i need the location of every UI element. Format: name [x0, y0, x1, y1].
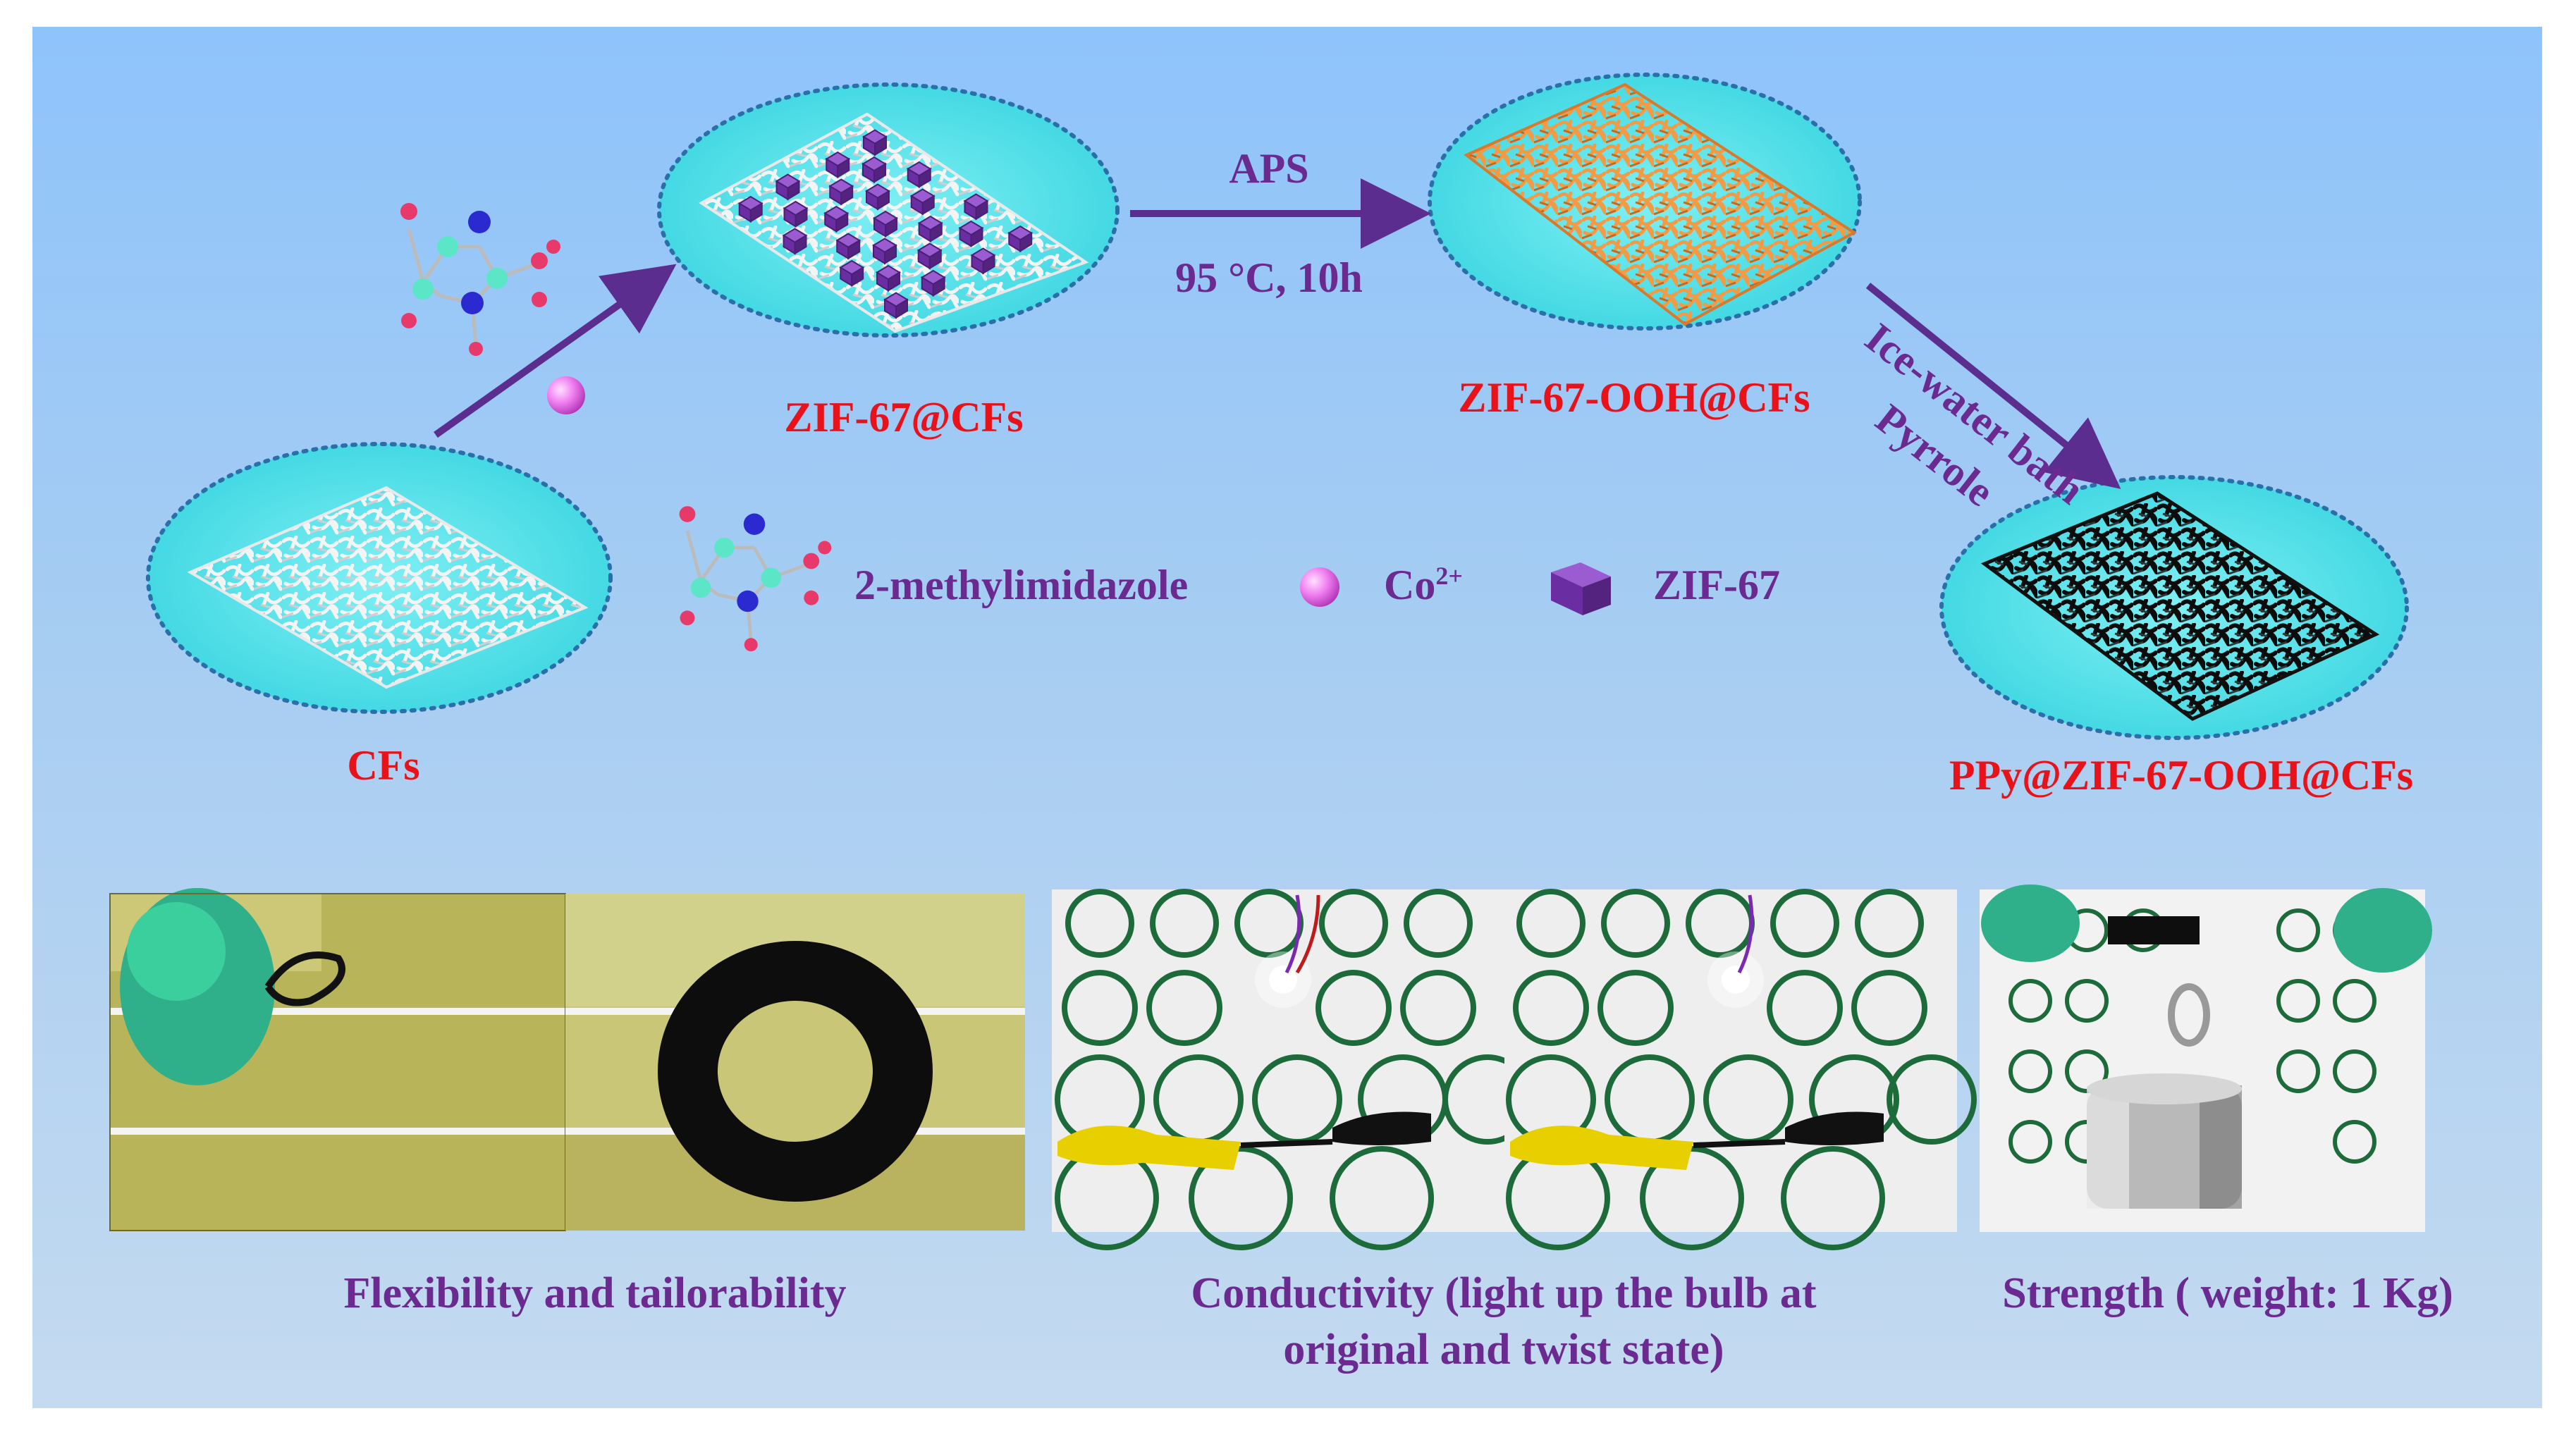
zif67-cube-side [835, 211, 849, 233]
zif67-cube-side [837, 157, 850, 178]
zif67-cube-side [877, 190, 890, 211]
label-zif67-ooh-cfs: ZIF-67-OOH@CFs [1458, 374, 1810, 421]
zif67-cube-side [895, 298, 908, 319]
arrow-cfs-to-zif [434, 264, 677, 438]
ppy-fiber-mat [1980, 491, 2380, 721]
arrow-ooh-to-ppy [1865, 283, 2121, 489]
zif67-cube-side [982, 254, 995, 275]
zif67-cube-side [918, 167, 931, 188]
zif67-cube-side [851, 266, 864, 287]
zif67-cf-mat [699, 112, 1089, 333]
step2-conditions: 95 °C, 10h [1175, 254, 1363, 301]
zif67-cube-side [873, 162, 886, 183]
legend-ion-symbol: Co [1384, 562, 1436, 608]
zif67-cube-side [970, 226, 983, 247]
legend-co-ion-icon [1300, 567, 1339, 607]
legend-ion-charge: 2+ [1435, 562, 1463, 590]
zif67-cube-side [847, 239, 861, 260]
step2-reagent: APS [1229, 145, 1309, 192]
caption-flexibility: Flexibility and tailorability [343, 1269, 847, 1317]
zif67-cube-side [884, 244, 897, 265]
zif67-cube-side [1019, 231, 1033, 252]
zif67-cube-side [795, 207, 808, 228]
legend-ligand-label: 2-methylimidazole [854, 562, 1189, 608]
zif67-cube-side [874, 135, 887, 156]
zif67-cube-side [840, 185, 854, 206]
zif67-cube-side [787, 180, 800, 201]
legend-ligand-icon [679, 506, 832, 652]
photo-strength [1980, 885, 2432, 1232]
zif67-cube-side [932, 276, 945, 297]
label-cfs: CFs [347, 742, 420, 789]
ligand-molecule-icon [400, 203, 560, 356]
caption-strength: Strength ( weight: 1 Kg) [2002, 1269, 2453, 1317]
zif67-cube-side [928, 249, 942, 270]
caption-conductivity-line1: Conductivity (light up the bulb at [1191, 1269, 1817, 1317]
ooh-fiber-mat [1464, 82, 1857, 326]
co-ion-icon [547, 376, 585, 414]
photo-ring [565, 894, 1025, 1231]
zif67-cube-side [794, 234, 807, 255]
photo-conductivity-twist [1504, 889, 1977, 1250]
zif67-cube-side [975, 199, 988, 221]
label-zif67-cfs: ZIF-67@CFs [784, 394, 1024, 440]
legend-crystal-label: ZIF-67 [1653, 562, 1780, 608]
cf-fiber-mat [187, 486, 589, 689]
legend-ion-label: Co2+ [1384, 561, 1463, 610]
caption-conductivity-line2: original and twist state) [1283, 1326, 1724, 1374]
label-ppy-zif67-ooh-cfs: PPy@ZIF-67-OOH@CFs [1949, 752, 2414, 799]
zif67-cube-side [929, 221, 943, 242]
zif67-cube-side [885, 216, 897, 238]
photo-conductivity-original [1052, 889, 1533, 1250]
photo-flexibility [109, 888, 566, 1231]
zif67-cube-side [888, 271, 900, 292]
zif67-cube-side [749, 202, 763, 223]
zif67-cube-side [921, 195, 935, 216]
legend-zif67-cube-icon [1551, 562, 1611, 615]
